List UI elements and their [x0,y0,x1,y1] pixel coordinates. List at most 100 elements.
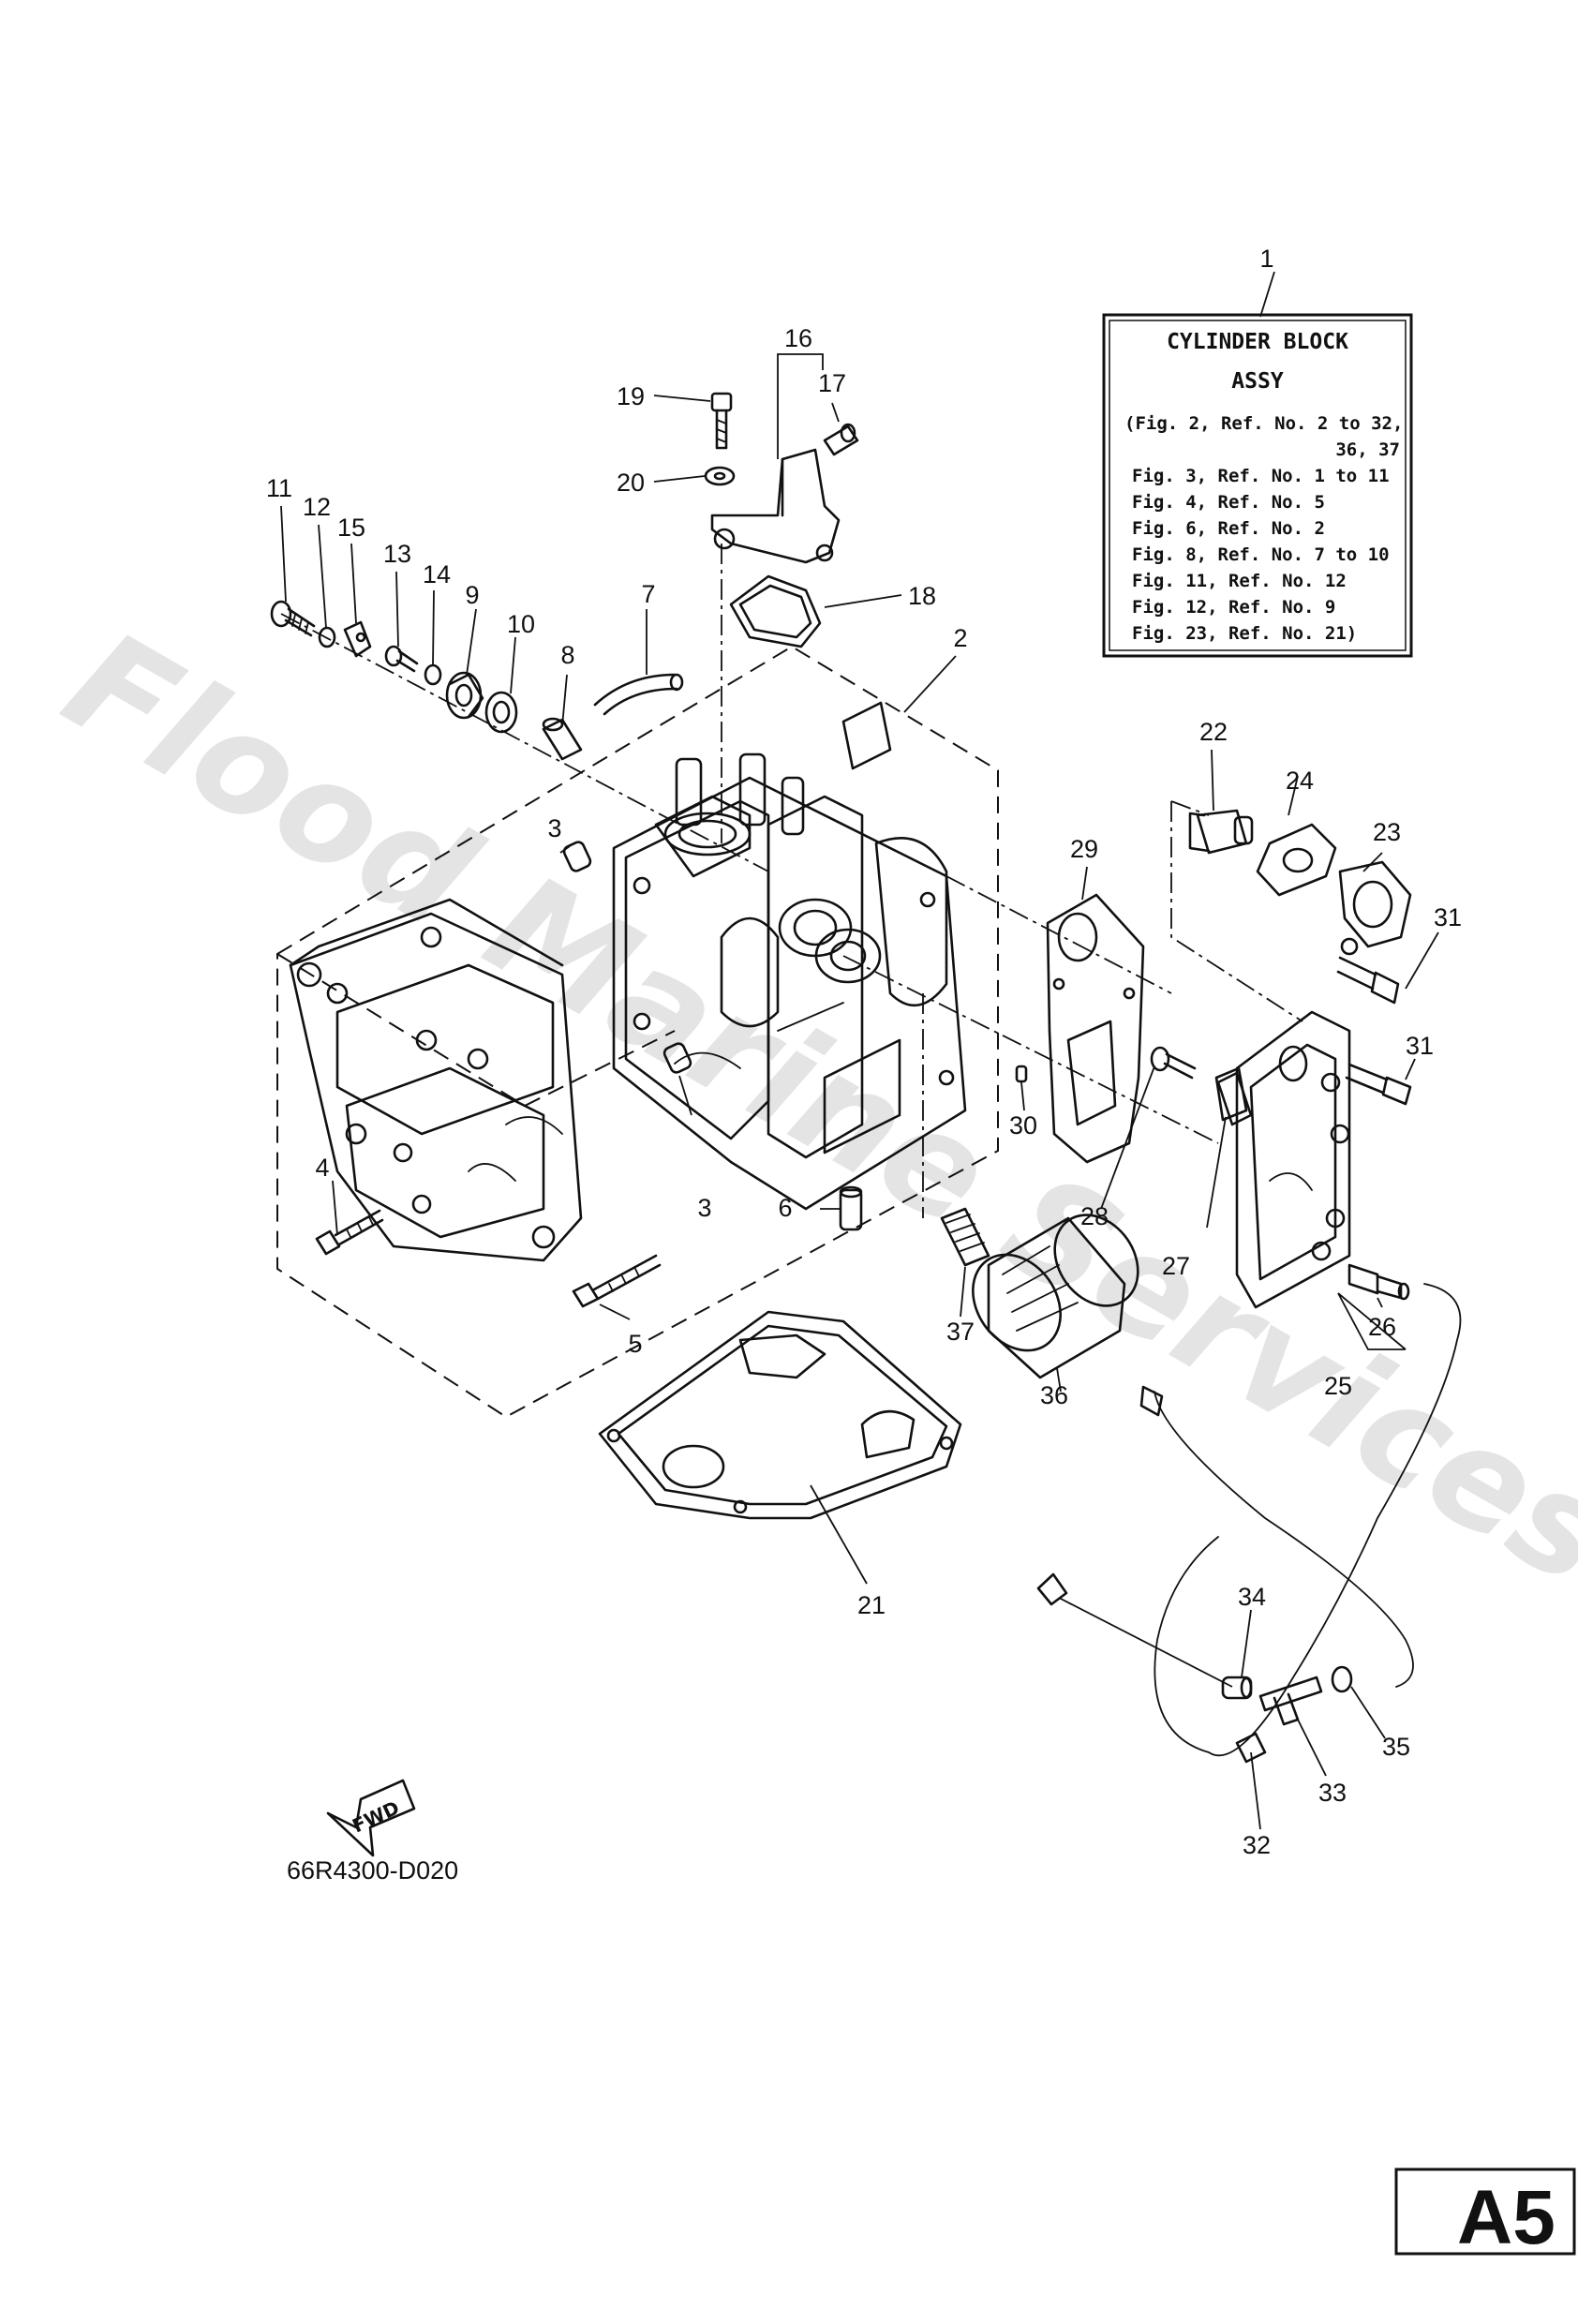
bolt-11 [270,600,316,637]
top-bracket [710,448,841,564]
crankcase [289,898,583,1262]
callout-28: 28 [1080,1202,1109,1230]
washer-20 [704,466,736,486]
callout-27: 27 [1162,1252,1190,1280]
watermark: Flood Marine Services [39,600,1578,1616]
callout-15: 15 [337,514,365,542]
gasket-24 [1256,823,1337,897]
cylinder-block [612,701,967,1211]
ring-10 [484,691,518,734]
fwd-arrow-icon: FWD [326,1779,416,1857]
shaft-axis [280,613,769,872]
callout-31: 31 [1434,903,1462,931]
callout-3: 3 [697,1194,711,1222]
joint-34 [1221,1676,1253,1700]
callout-33: 33 [1318,1779,1347,1807]
assy-ref-line: Fig. 8, Ref. No. 7 to 10 [1132,544,1390,565]
callout-5: 5 [628,1330,642,1358]
callout-7: 7 [641,580,655,608]
screw-13 [384,645,419,673]
callout-31: 31 [1406,1032,1434,1060]
bolt-17 [823,423,859,456]
callout-34: 34 [1238,1583,1266,1611]
callout-18: 18 [908,582,936,610]
hose-end [1139,1385,1164,1417]
seal-9 [445,671,484,720]
callout-6: 6 [778,1194,792,1222]
bolt-5 [572,1254,662,1308]
hose-end [1036,1572,1068,1606]
callout-32: 32 [1243,1831,1271,1859]
thermostat-cover-23 [1338,860,1412,956]
callout-16: 16 [784,324,812,352]
callout-29: 29 [1070,835,1098,863]
pin-30 [1015,1065,1028,1083]
alignment-line [1170,801,1303,1022]
assy-ref-line: Fig. 11, Ref. No. 12 [1132,571,1347,591]
assy-ref-line: Fig. 3, Ref. No. 1 to 11 [1132,466,1390,486]
bolt-31-upper [1336,956,1400,1005]
callout-12: 12 [303,493,331,521]
callout-labels: 1 2 3 3 4 5 6 7 8 9 10 11 12 13 14 15 16… [266,245,1462,1859]
washer-14 [424,663,442,686]
fitting-26 [1347,1263,1410,1301]
callout-13: 13 [383,540,411,568]
assy-ref-line: Fig. 4, Ref. No. 5 [1132,492,1325,513]
page-tag: A5 [1457,2175,1556,2260]
callout-14: 14 [423,560,451,588]
assembly-frame-divider [276,953,676,1107]
callout-37: 37 [946,1318,975,1346]
callout-30: 30 [1009,1111,1037,1140]
callout-23: 23 [1373,818,1401,846]
dowel-pin-3-lower [662,1042,692,1074]
leader-lines [280,271,1439,1830]
callout-2: 2 [953,624,967,652]
assy-title-line2: ASSY [1231,369,1284,394]
washer-12 [318,626,336,648]
callout-9: 9 [465,581,479,609]
callout-10: 10 [507,610,535,638]
callout-4: 4 [315,1154,329,1182]
callout-24: 24 [1286,767,1314,795]
assy-title-line1: CYLINDER BLOCK [1167,330,1348,354]
bolt-19 [710,392,733,450]
alignment-line [1170,800,1210,816]
bracket-27 [1214,1066,1248,1122]
assy-ref-line: Fig. 23, Ref. No. 21) [1132,623,1357,644]
hose-end-32 [1235,1732,1267,1764]
assy-ref-line: 36, 37 [1335,439,1400,460]
callout-25: 25 [1324,1372,1352,1400]
callout-36: 36 [1040,1381,1068,1409]
figure-code: 66R4300-D020 [287,1856,458,1885]
hose [1154,1283,1462,1757]
assy-info-box: CYLINDER BLOCK ASSY (Fig. 2, Ref. No. 2 … [1102,313,1413,658]
clip-15 [343,620,372,658]
callout-19: 19 [617,382,645,410]
oil-filter-36 [972,1214,1139,1379]
hose-7 [593,673,684,716]
assy-ref-line: (Fig. 2, Ref. No. 2 to 32, [1124,413,1403,434]
callout-35: 35 [1382,1733,1410,1761]
callout-1: 1 [1259,245,1273,273]
callout-17: 17 [818,369,846,397]
callout-21: 21 [857,1591,886,1619]
assembly-frame [276,645,999,1419]
exhaust-cover [1216,1010,1351,1309]
hose-leader [1058,1597,1233,1688]
thermostat-sender-22 [1188,809,1254,855]
plug-6 [839,1185,863,1231]
bolt-4 [315,1209,384,1256]
callout-22: 22 [1199,718,1228,746]
callout-26: 26 [1368,1313,1396,1341]
bolt-28 [1150,1046,1197,1080]
callout-11: 11 [266,474,292,502]
joint-33 [1258,1676,1323,1726]
gasket-18 [729,574,822,648]
callout-3: 3 [547,814,561,842]
assy-ref-line: Fig. 6, Ref. No. 2 [1132,518,1325,539]
page-tag-box: A5 [1394,2168,1576,2260]
dowel-pin-3-upper [562,841,592,872]
gasket-29 [1046,893,1145,1164]
assy-ref-line: Fig. 12, Ref. No. 9 [1132,597,1335,618]
